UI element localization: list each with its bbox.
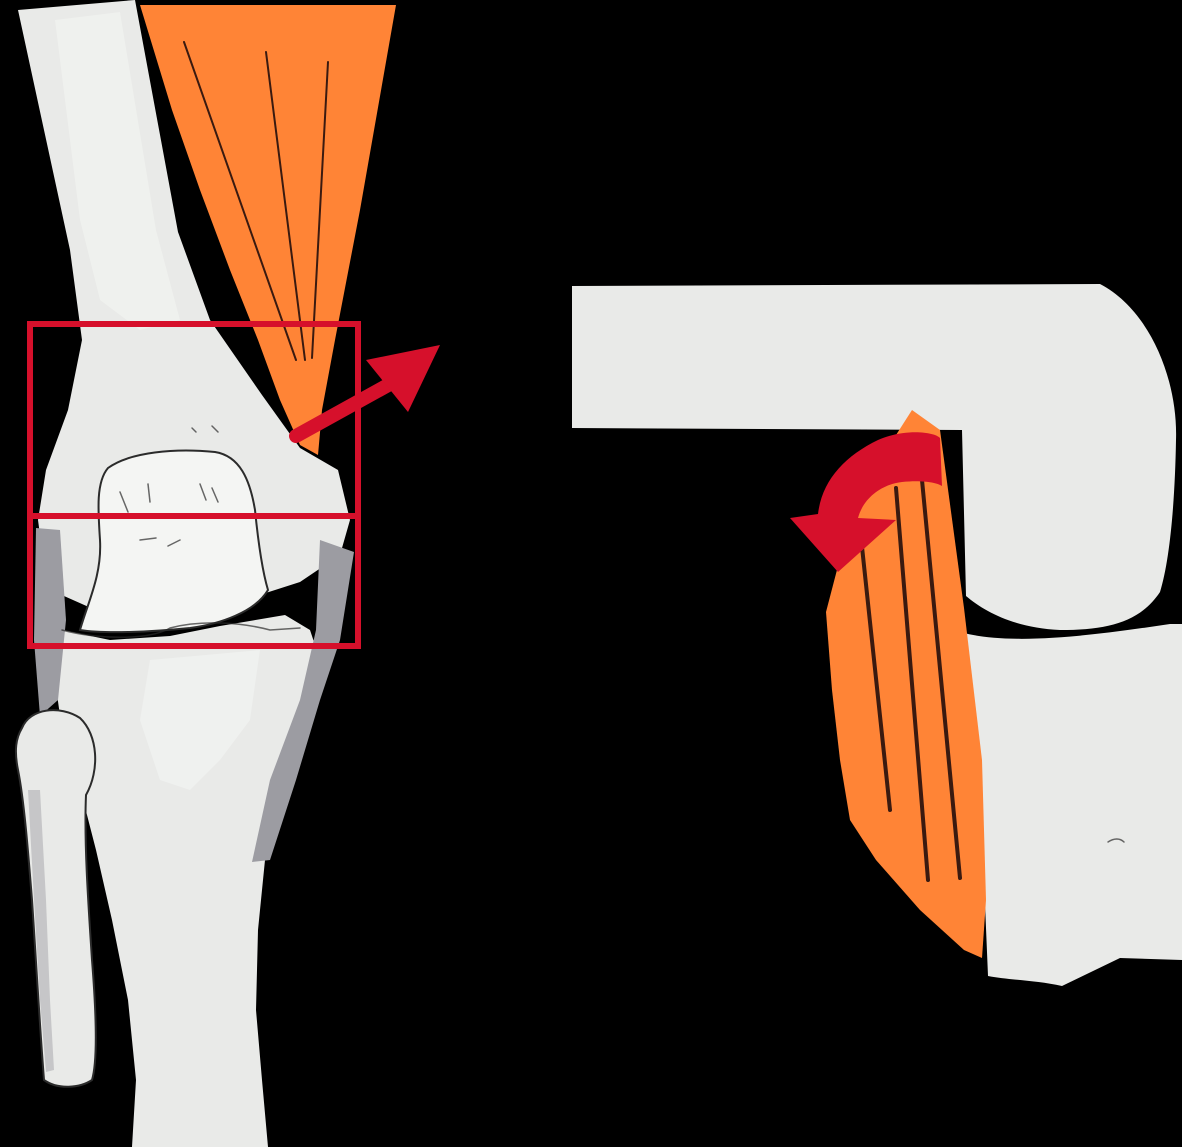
tibia-block bbox=[960, 624, 1182, 986]
patella-outline bbox=[80, 451, 268, 633]
